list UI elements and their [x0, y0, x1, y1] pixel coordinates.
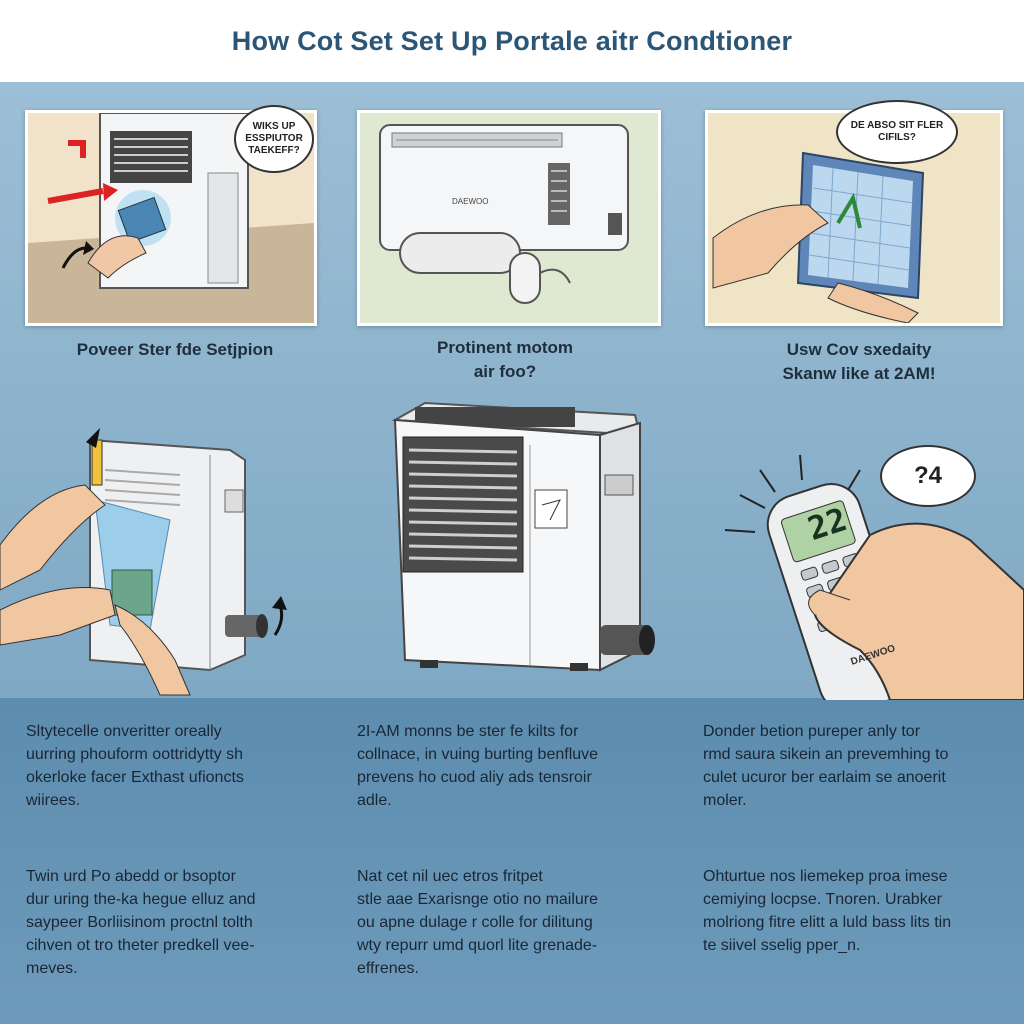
text-line: te siivel sselig pper_n. [703, 937, 861, 954]
column-1-paragraph-2: Twin urd Po abedd or bsoptor dur uring t… [26, 865, 256, 980]
panel-1-illustration [25, 110, 317, 326]
text-line: dur uring the-ka hegue elluz and [26, 891, 256, 908]
panel-3-caption-line-1: Usw Cov sxedaity [786, 340, 932, 359]
portable-ac-unit [385, 395, 660, 675]
text-line: meves. [26, 960, 78, 977]
column-2-paragraph-2: Nat cet nil uec etros fritpet stle aae E… [357, 865, 598, 980]
text-line: cihven ot tro theter predkell vee- [26, 937, 255, 954]
panel-2-illustration [357, 110, 661, 326]
text-line: saypeer Borliisinom proctnl tolth [26, 914, 253, 931]
panel-3-bubble-text: DE ABSO SIT FLER CIFILS? [850, 120, 944, 143]
text-line: okerloke facer Exthast ufioncts [26, 769, 244, 786]
text-line: molriong fitre elitt a luld bass lits ti… [703, 914, 952, 931]
panel-2-caption-line-2: air foo? [473, 362, 537, 381]
filter-install-illustration [0, 420, 310, 700]
panel-1-caption-text: Poveer Ster fde Setjpion [76, 340, 274, 359]
text-line: Donder betion pureper anly tor [703, 723, 921, 740]
panel-3-caption: Usw Cov sxedaity Skanw like at 2AM! [704, 338, 1014, 386]
remote-speech-bubble: ?4 [880, 445, 976, 507]
column-2-paragraph-1: 2I-AM monns be ster fe kilts for collnac… [357, 720, 598, 812]
panel-3-caption-line-2: Skanw like at 2AM! [782, 364, 936, 383]
text-line: Ohturtue nos liemekep proa imese [703, 868, 948, 885]
panel-1-bubble-text: WIKS UP ESSPIUTOR TAEKEFF? [245, 121, 303, 156]
text-line: rmd saura sikein an prevemhing to [703, 746, 949, 763]
text-line: Nat cet nil uec etros fritpet [357, 868, 543, 885]
text-line: stle aae Exarisnge otio no mailure [357, 891, 599, 908]
remote-bubble-text: ?4 [913, 462, 942, 489]
text-line: Twin urd Po abedd or bsoptor [26, 868, 236, 885]
text-line: wty repurr umd quorl lite grenade- [357, 937, 598, 954]
text-line: culet ucuror ber earlaim se anoerit [703, 769, 946, 786]
text-line: collnace, in vuing burting benfluve [357, 746, 599, 763]
text-line: moler. [703, 792, 747, 809]
page-title: How Cot Set Set Up Portale aitr Condtion… [231, 25, 793, 56]
panel-2-caption: Protinent motom air foo? [355, 336, 655, 384]
page-header: How Cot Set Set Up Portale aitr Condtion… [0, 0, 1024, 82]
panel-3-speech-bubble: DE ABSO SIT FLER CIFILS? [836, 100, 958, 164]
column-1-paragraph-1: Sltytecelle onveritter oreally uurring p… [26, 720, 244, 812]
text-line: uurring phouform oottridytty sh [26, 746, 243, 763]
panel-2-brand-label: DAEWOO [452, 197, 489, 206]
text-line: wiirees. [26, 792, 81, 809]
panel-1-speech-bubble: WIKS UP ESSPIUTOR TAEKEFF? [234, 105, 314, 173]
panel-2-caption-line-1: Protinent motom [437, 338, 573, 357]
text-line: 2I-AM monns be ster fe kilts for [357, 723, 579, 740]
remote-control-illustration [720, 450, 1024, 713]
text-line: effrenes. [357, 960, 419, 977]
text-area [0, 698, 1024, 1024]
panel-1-caption: Poveer Ster fde Setjpion [25, 338, 325, 362]
column-3-paragraph-2: Ohturtue nos liemekep proa imese cemiyin… [703, 865, 951, 957]
text-line: prevens ho cuod aliy ads tensroir [357, 769, 592, 786]
text-line: cemiying locpse. Tnoren. Urabker [703, 891, 942, 908]
text-line: Sltytecelle onveritter oreally [26, 723, 222, 740]
text-line: ou apne dulage r colle for dilitung [357, 914, 593, 931]
column-3-paragraph-1: Donder betion pureper anly tor rmd saura… [703, 720, 948, 812]
text-line: adle. [357, 792, 392, 809]
